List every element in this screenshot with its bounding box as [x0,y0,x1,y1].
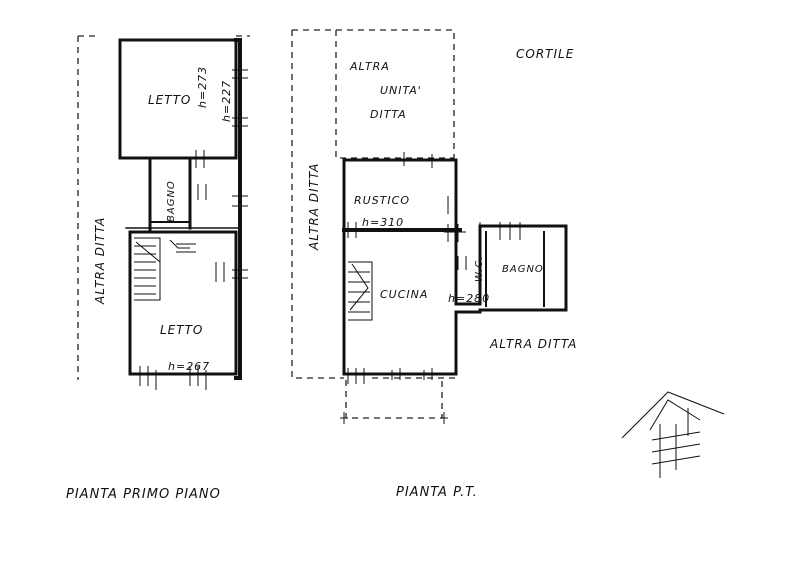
height-label-280: h=280 [448,292,490,305]
room-label-rustico: RUSTICO [354,194,410,207]
north-arrow-icon [621,391,725,478]
piano-terra-plan [291,29,568,424]
wall-letto-bottom [128,230,238,376]
neighbour-label-pt-left: ALTRA DITTA [307,163,321,251]
opening-marks-pt [347,152,521,384]
height-label-310: h=310 [362,216,404,229]
height-label-267: h=267 [168,360,210,373]
wall-right-long [234,38,242,380]
staircase-icon [134,237,190,301]
label-wc: W.C. [474,256,485,282]
pt-porch [345,380,443,419]
room-label-letto-bottom: LETTO [160,323,203,337]
room-label-cucina: CUCINA [380,288,428,301]
wall-bagno-annex [454,158,568,312]
pt-boundary-left [291,29,344,379]
room-label-bagno-pt: BAGNO [502,264,544,275]
opening-marks [139,69,248,390]
primo-piano-plan [77,35,250,390]
room-label-altra-1: ALTRA [349,60,390,73]
room-label-altra-3: DITTA [370,108,407,121]
neighbour-label-pt-right: ALTRA DITTA [489,337,577,351]
room-label-letto-top: LETTO [148,93,191,107]
label-cortile: CORTILE [516,47,574,61]
title-piano-terra: PIANTA P.T. [396,485,478,500]
staircase-icon-pt [348,261,373,321]
wall-main-outer [342,158,482,376]
wall-corridor [148,156,192,234]
wall-letto-top [118,38,238,160]
title-primo-piano: PIANTA PRIMO PIANO [66,487,221,502]
neighbour-label-1p: ALTRA DITTA [93,217,107,305]
height-label-227: h=227 [220,80,233,122]
room-label-bagno-1p: BAGNO [166,180,177,222]
room-label-altra-2: UNITA' [380,84,422,97]
height-label-273: h=273 [196,66,209,108]
pt-porch-marks [340,412,448,424]
neighbour-boundary-left [77,35,96,380]
